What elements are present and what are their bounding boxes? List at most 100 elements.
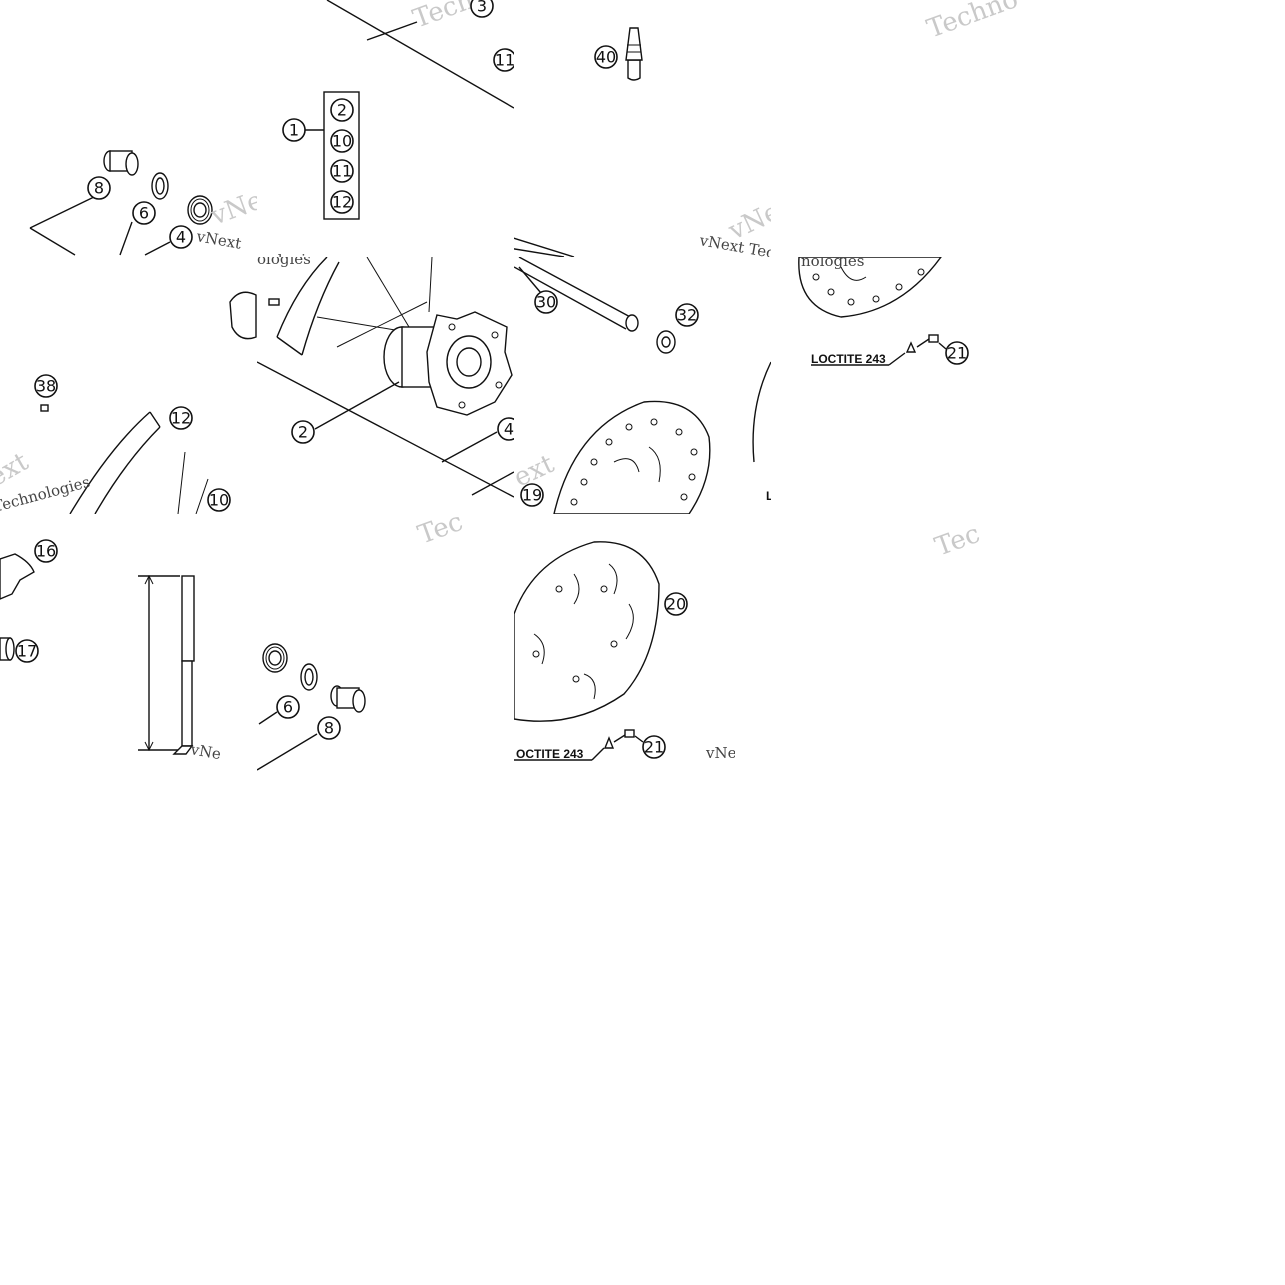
brake-disc-part bbox=[798, 257, 942, 318]
watermark-text: vNe bbox=[206, 185, 257, 232]
axle-nut-part bbox=[656, 330, 676, 354]
tile-disc-loctite-right: nologies LOCTITE 243 21 bbox=[771, 257, 1028, 514]
hub-part bbox=[383, 311, 513, 416]
callout-2: 2 bbox=[330, 98, 354, 122]
nipple-part bbox=[40, 404, 49, 412]
leader-line bbox=[119, 221, 133, 256]
svg-text:11: 11 bbox=[332, 162, 352, 181]
callout-6: 6 bbox=[276, 695, 300, 719]
spoke-line bbox=[195, 478, 209, 514]
callout-11: 11 bbox=[330, 159, 354, 183]
spacer-part bbox=[0, 637, 15, 661]
tile-l-svg: Tec bbox=[931, 519, 984, 563]
tile-watermark-top-right: Techno bbox=[771, 0, 1028, 257]
watermark-text: nologies bbox=[259, 251, 323, 257]
tile-i-svg: 16 17 vNe bbox=[0, 539, 220, 763]
callout-32: 32 bbox=[675, 303, 699, 327]
watermark-text: Techno bbox=[923, 0, 1022, 45]
tile-tools-left: 16 17 vNe bbox=[0, 514, 220, 771]
callout-10: 10 bbox=[330, 129, 354, 153]
callout-21: 21 bbox=[945, 341, 969, 365]
svg-text:21: 21 bbox=[947, 344, 967, 363]
callout-8: 8 bbox=[317, 716, 341, 740]
bearing-part bbox=[262, 643, 288, 673]
svg-text:16: 16 bbox=[36, 542, 56, 561]
axle-line bbox=[257, 361, 514, 498]
watermark-text: Tec bbox=[931, 519, 984, 563]
svg-text:4: 4 bbox=[176, 228, 186, 247]
leader-line bbox=[29, 227, 76, 256]
svg-text:12: 12 bbox=[171, 409, 191, 428]
seal-ring-part bbox=[151, 172, 169, 200]
disc-edge-arc bbox=[752, 361, 771, 463]
axle-end bbox=[625, 314, 639, 332]
tile-wheel-assembly-key: Techno 3 11 1 2 10 11 12 nologies bbox=[257, 0, 514, 257]
watermark-text: vNe bbox=[188, 740, 220, 763]
leader-line bbox=[441, 431, 498, 463]
valve-body-part bbox=[229, 291, 257, 340]
axle-line bbox=[326, 0, 514, 109]
svg-text:8: 8 bbox=[324, 719, 334, 738]
axle-line bbox=[514, 266, 627, 330]
svg-text:40: 40 bbox=[596, 48, 616, 67]
svg-text:19: 19 bbox=[522, 486, 542, 505]
tile-disc-loctite-bottom: 20 OCTITE 243 21 vNe bbox=[514, 514, 735, 771]
leader-line bbox=[144, 241, 171, 256]
spacer-sleeve-part bbox=[330, 685, 366, 713]
rim-inner-arc bbox=[94, 426, 161, 514]
loctite-note: LOCTITE 243 bbox=[811, 352, 886, 366]
watermark-text: Tec bbox=[414, 514, 467, 551]
callout-8: 8 bbox=[87, 176, 111, 200]
tile-k-svg: 20 OCTITE 243 21 vNe bbox=[514, 541, 735, 762]
spoke-line bbox=[316, 316, 408, 333]
svg-text:6: 6 bbox=[139, 204, 149, 223]
spoke-line bbox=[336, 301, 428, 348]
loctite-note: L bbox=[766, 489, 771, 503]
callout-12: 12 bbox=[169, 406, 193, 430]
callout-17: 17 bbox=[15, 639, 39, 663]
rim-edge bbox=[149, 411, 161, 428]
watermark-text: nologies bbox=[801, 257, 865, 270]
svg-text:20: 20 bbox=[666, 595, 686, 614]
leader-line bbox=[634, 735, 644, 743]
callout-38: 38 bbox=[34, 374, 58, 398]
callout-11: 11 bbox=[493, 48, 514, 72]
brake-disc-part bbox=[553, 400, 711, 514]
tile-j-svg: Tec 6 8 bbox=[257, 514, 467, 771]
tile-hub-and-spokes: 2 4 ologies bbox=[257, 257, 514, 514]
svg-text:6: 6 bbox=[283, 698, 293, 717]
callout-3: 3 bbox=[470, 0, 494, 18]
callout-4: 4 bbox=[169, 225, 193, 249]
svg-text:2: 2 bbox=[337, 101, 347, 120]
tile-g-svg: 30 32 19 L ext bbox=[514, 257, 771, 514]
spoke-line bbox=[177, 451, 186, 514]
spoke-line bbox=[366, 257, 416, 338]
svg-text:12: 12 bbox=[332, 193, 352, 212]
rim-outer-arc bbox=[69, 411, 151, 514]
axle-line bbox=[518, 257, 635, 320]
rim-inner-arc bbox=[301, 261, 340, 356]
kit-bracket bbox=[323, 91, 360, 220]
svg-text:1: 1 bbox=[289, 121, 299, 140]
rim-outer-arc bbox=[276, 257, 328, 338]
svg-text:32: 32 bbox=[677, 306, 697, 325]
callout-40: 40 bbox=[594, 45, 618, 69]
seal-ring-part bbox=[300, 663, 318, 691]
leader-line bbox=[471, 471, 514, 496]
callout-10: 10 bbox=[207, 488, 231, 512]
leader-line bbox=[613, 734, 626, 743]
svg-text:17: 17 bbox=[17, 642, 37, 661]
tile-bearing-set-upper: 8 6 4 vNext vNe bbox=[0, 0, 257, 257]
leader-line bbox=[366, 21, 418, 41]
tile-f-svg: 2 4 ologies bbox=[257, 257, 514, 498]
dimension-arrow bbox=[144, 574, 154, 585]
callout-19: 19 bbox=[520, 483, 544, 507]
bolt-part bbox=[905, 334, 939, 353]
callout-20: 20 bbox=[664, 592, 688, 616]
callout-4: 4 bbox=[497, 417, 514, 441]
bearing-part bbox=[187, 195, 213, 225]
leader-line bbox=[258, 711, 278, 725]
spoke-line bbox=[428, 257, 433, 313]
tile-rim-left: 38 12 10 ext Technologies bbox=[0, 257, 257, 514]
